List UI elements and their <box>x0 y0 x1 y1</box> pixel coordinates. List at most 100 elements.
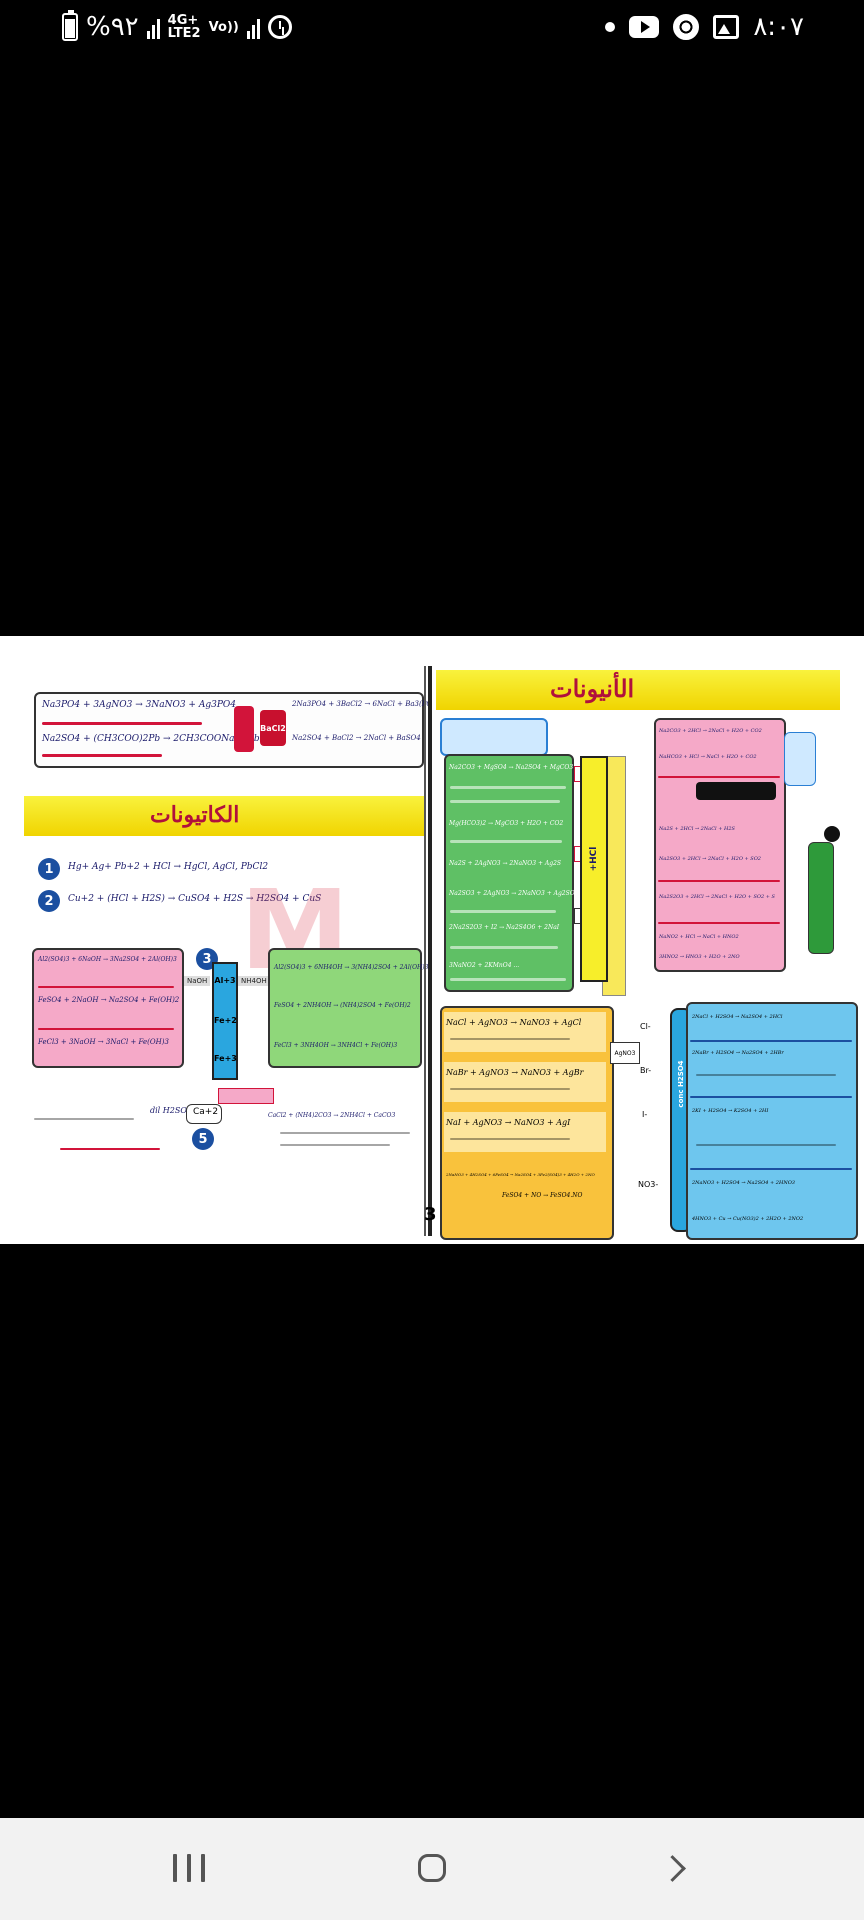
yellow-row-3 <box>444 1112 606 1152</box>
top-right-equation-1: 2Na3PO4 + 3BaCl2 → 6NaCl + Ba3(PO4)2 <box>292 700 444 708</box>
nh4oh-equation-1: Al2(SO4)3 + 6NH4OH → 3(NH4)2SO4 + 2Al(OH… <box>274 964 429 971</box>
naoh-equation-3: FeCl3 + 3NaOH → 3NaCl + Fe(OH)3 <box>38 1038 169 1046</box>
yellow-equation-3: NaI + AgNO3 → NaNO3 + AgI <box>446 1118 571 1127</box>
pink-black-tag <box>696 782 776 800</box>
blue-note-1 <box>696 1074 836 1076</box>
red-note-line-2 <box>42 754 162 757</box>
top-equations-box: Na3PO4 + 3AgNO3 → 3NaNO3 + Ag3PO4 Na2SO4… <box>34 692 444 768</box>
green-line-6 <box>450 978 566 981</box>
ca-label: Ca+2 <box>193 1107 219 1117</box>
bacl2-reagent <box>234 706 254 752</box>
group-5-number: 5 <box>198 1131 208 1147</box>
battery-icon <box>62 10 78 41</box>
h2so4-reagent-label: conc H2SO4 <box>677 1060 685 1108</box>
note-box <box>440 718 548 756</box>
notification-dot-icon <box>605 22 616 32</box>
anions-title: الأنيونات <box>550 674 635 703</box>
blue-equation-5: 4HNO3 + Cu → Cu(NO3)2 + 2H2O + 2NO2 <box>692 1216 804 1222</box>
blue-equation-1: 2NaCl + H2SO4 → Na2SO4 + 2HCl <box>692 1014 783 1020</box>
signal-icon <box>146 15 160 39</box>
agno3-label: AgNO3 <box>614 1049 636 1057</box>
yellow-note-2 <box>450 1088 570 1090</box>
naoh-reactions-box: Al2(SO4)3 + 6NaOH → 3Na2SO4 + 2Al(OH)3 F… <box>32 948 184 1068</box>
ca-note-line-2 <box>280 1132 410 1134</box>
right-page: الأنيونات Na2CO3 + MgSO4 → Na2SO4 + MgCO… <box>432 636 864 1244</box>
group-1-badge: 1 <box>38 858 60 880</box>
recents-button[interactable] <box>149 1836 229 1900</box>
naoh-equation-1: Al2(SO4)3 + 6NaOH → 3Na2SO4 + 2Al(OH)3 <box>38 956 177 963</box>
home-button[interactable] <box>392 1836 472 1900</box>
left-page: Na3PO4 + 3AgNO3 → 3NaNO3 + Ag3PO4 Na2SO4… <box>0 636 444 1244</box>
naoh-equation-2: FeSO4 + 2NaOH → Na2SO4 + Fe(OH)2 <box>38 996 180 1004</box>
recents-icon-bar-1 <box>173 1854 177 1882</box>
cation-fe2: Fe+2 <box>214 1016 237 1025</box>
status-bar: %٩٢ 4G+ LTE2 Vo)) ٨:٠٧ <box>0 0 864 58</box>
pink-equation-5: Na2S2O3 + 2HCl → 2NaCl + H2O + SO2 + S <box>659 894 775 900</box>
naoh-divider-1 <box>38 986 174 988</box>
green-equation-2: Mg(HCO3)2 → MgCO3 + H2O + CO2 <box>449 820 564 827</box>
side-green-note <box>808 842 834 954</box>
image-viewer[interactable]: Na3PO4 + 3AgNO3 → 3NaNO3 + Ag3PO4 Na2SO4… <box>0 636 864 1244</box>
blue-equation-3: 2KI + H2SO4 → K2SO4 + 2HI <box>692 1108 769 1114</box>
pink-equation-2: NaHCO3 + HCl → NaCl + H2O + CO2 <box>659 754 757 760</box>
green-equation-5: 2Na2S2O3 + I2 → Na2S4O6 + 2NaI <box>449 924 560 931</box>
yellow-note-1 <box>450 1038 570 1040</box>
pink-equation-4: Na2SO3 + 2HCl → 2NaCl + H2O + SO2 <box>659 856 761 862</box>
ca-equation: CaCl2 + (NH4)2CO3 → 2NH4Cl + CaCO3 <box>268 1112 396 1119</box>
group-3-number: 3 <box>202 951 212 967</box>
green-equation-3: Na2S + 2AgNO3 → 2NaNO3 + Ag2S <box>449 860 561 867</box>
bacl2-reagent-box: BaCl2 <box>260 710 286 746</box>
group-2-number: 2 <box>44 893 54 909</box>
page-spine-shadow <box>424 666 426 1236</box>
gallery-icon <box>713 15 740 39</box>
ca-box: Ca+2 <box>186 1104 222 1124</box>
anion-cl: Cl- <box>640 1022 651 1031</box>
green-equation-4: Na2SO3 + 2AgNO3 → 2NaNO3 + Ag2SO3 <box>449 890 579 897</box>
page-number: 3 <box>424 1204 437 1225</box>
green-equation-1: Na2CO3 + MgSO4 → Na2SO4 + MgCO3 <box>449 764 574 771</box>
yellow-equation-1: NaCl + AgNO3 → NaNO3 + AgCl <box>446 1018 582 1027</box>
blue-divider-1 <box>690 1040 852 1042</box>
bacl2-label: BaCl2 <box>260 723 286 733</box>
yellow-equation-2: NaBr + AgNO3 → NaNO3 + AgBr <box>446 1068 584 1077</box>
back-button[interactable] <box>632 1836 712 1900</box>
naoh-label: NaOH <box>184 976 211 986</box>
cation-al: Al+3 <box>214 976 236 985</box>
yellow-equation-4: 2NaNO3 + 4H2SO4 + 6FeSO4 → Na2SO4 + 3Fe2… <box>446 1172 595 1177</box>
network-top: 4G+ <box>167 13 199 28</box>
cation-stack: Al+3 Fe+2 Fe+3 <box>212 962 238 1080</box>
pink-divider-3 <box>658 922 780 924</box>
blue-divider-2 <box>690 1096 852 1098</box>
yellow-row-2 <box>444 1062 606 1102</box>
green-line-4 <box>450 910 556 913</box>
pink-equation-1: Na2CO3 + 2HCl → 2NaCl + H2O + CO2 <box>659 728 762 734</box>
pink-divider-1 <box>658 776 780 778</box>
cation-fe3: Fe+3 <box>214 1054 237 1063</box>
green-line-1 <box>450 786 566 789</box>
pink-divider-2 <box>658 880 780 882</box>
signal-icon-2 <box>246 15 260 39</box>
anions-banner <box>436 670 840 710</box>
pink-equation-7: 3HNO2 → HNO3 + H2O + 2NO <box>659 954 740 960</box>
top-equation-2: Na2SO4 + (CH3COO)2Pb → 2CH3COONa + PbSO4 <box>42 734 279 744</box>
blue-divider-3 <box>690 1168 852 1170</box>
yellow-equation-5: FeSO4 + NO → FeSO4.NO <box>502 1192 583 1199</box>
blue-note-2 <box>696 1144 836 1146</box>
ca-note-line-3 <box>280 1144 390 1146</box>
home-icon <box>418 1854 446 1882</box>
green-equation-6: 3NaNO2 + 2KMnO4 ... <box>449 962 520 969</box>
anion-i: I- <box>642 1110 648 1119</box>
green-line-3 <box>450 840 562 843</box>
side-note-box <box>784 732 816 786</box>
cations-title: الكاتيونات <box>150 802 240 828</box>
anions-green-box: Na2CO3 + MgSO4 → Na2SO4 + MgCO3 Mg(HCO3)… <box>444 754 578 992</box>
alarm-icon <box>267 15 292 39</box>
recents-icon-bar-3 <box>201 1854 205 1882</box>
hcl-reagent-label: +HCl <box>589 846 599 872</box>
group-1-number: 1 <box>44 861 54 877</box>
nh4oh-reactions-box: Al2(SO4)3 + 6NH4OH → 3(NH4)2SO4 + 2Al(OH… <box>268 948 428 1068</box>
nh4oh-label: NH4OH <box>238 976 270 986</box>
page-spine <box>428 666 432 1236</box>
group-2-badge: 2 <box>38 890 60 912</box>
ca-reagent-pink <box>218 1088 274 1104</box>
